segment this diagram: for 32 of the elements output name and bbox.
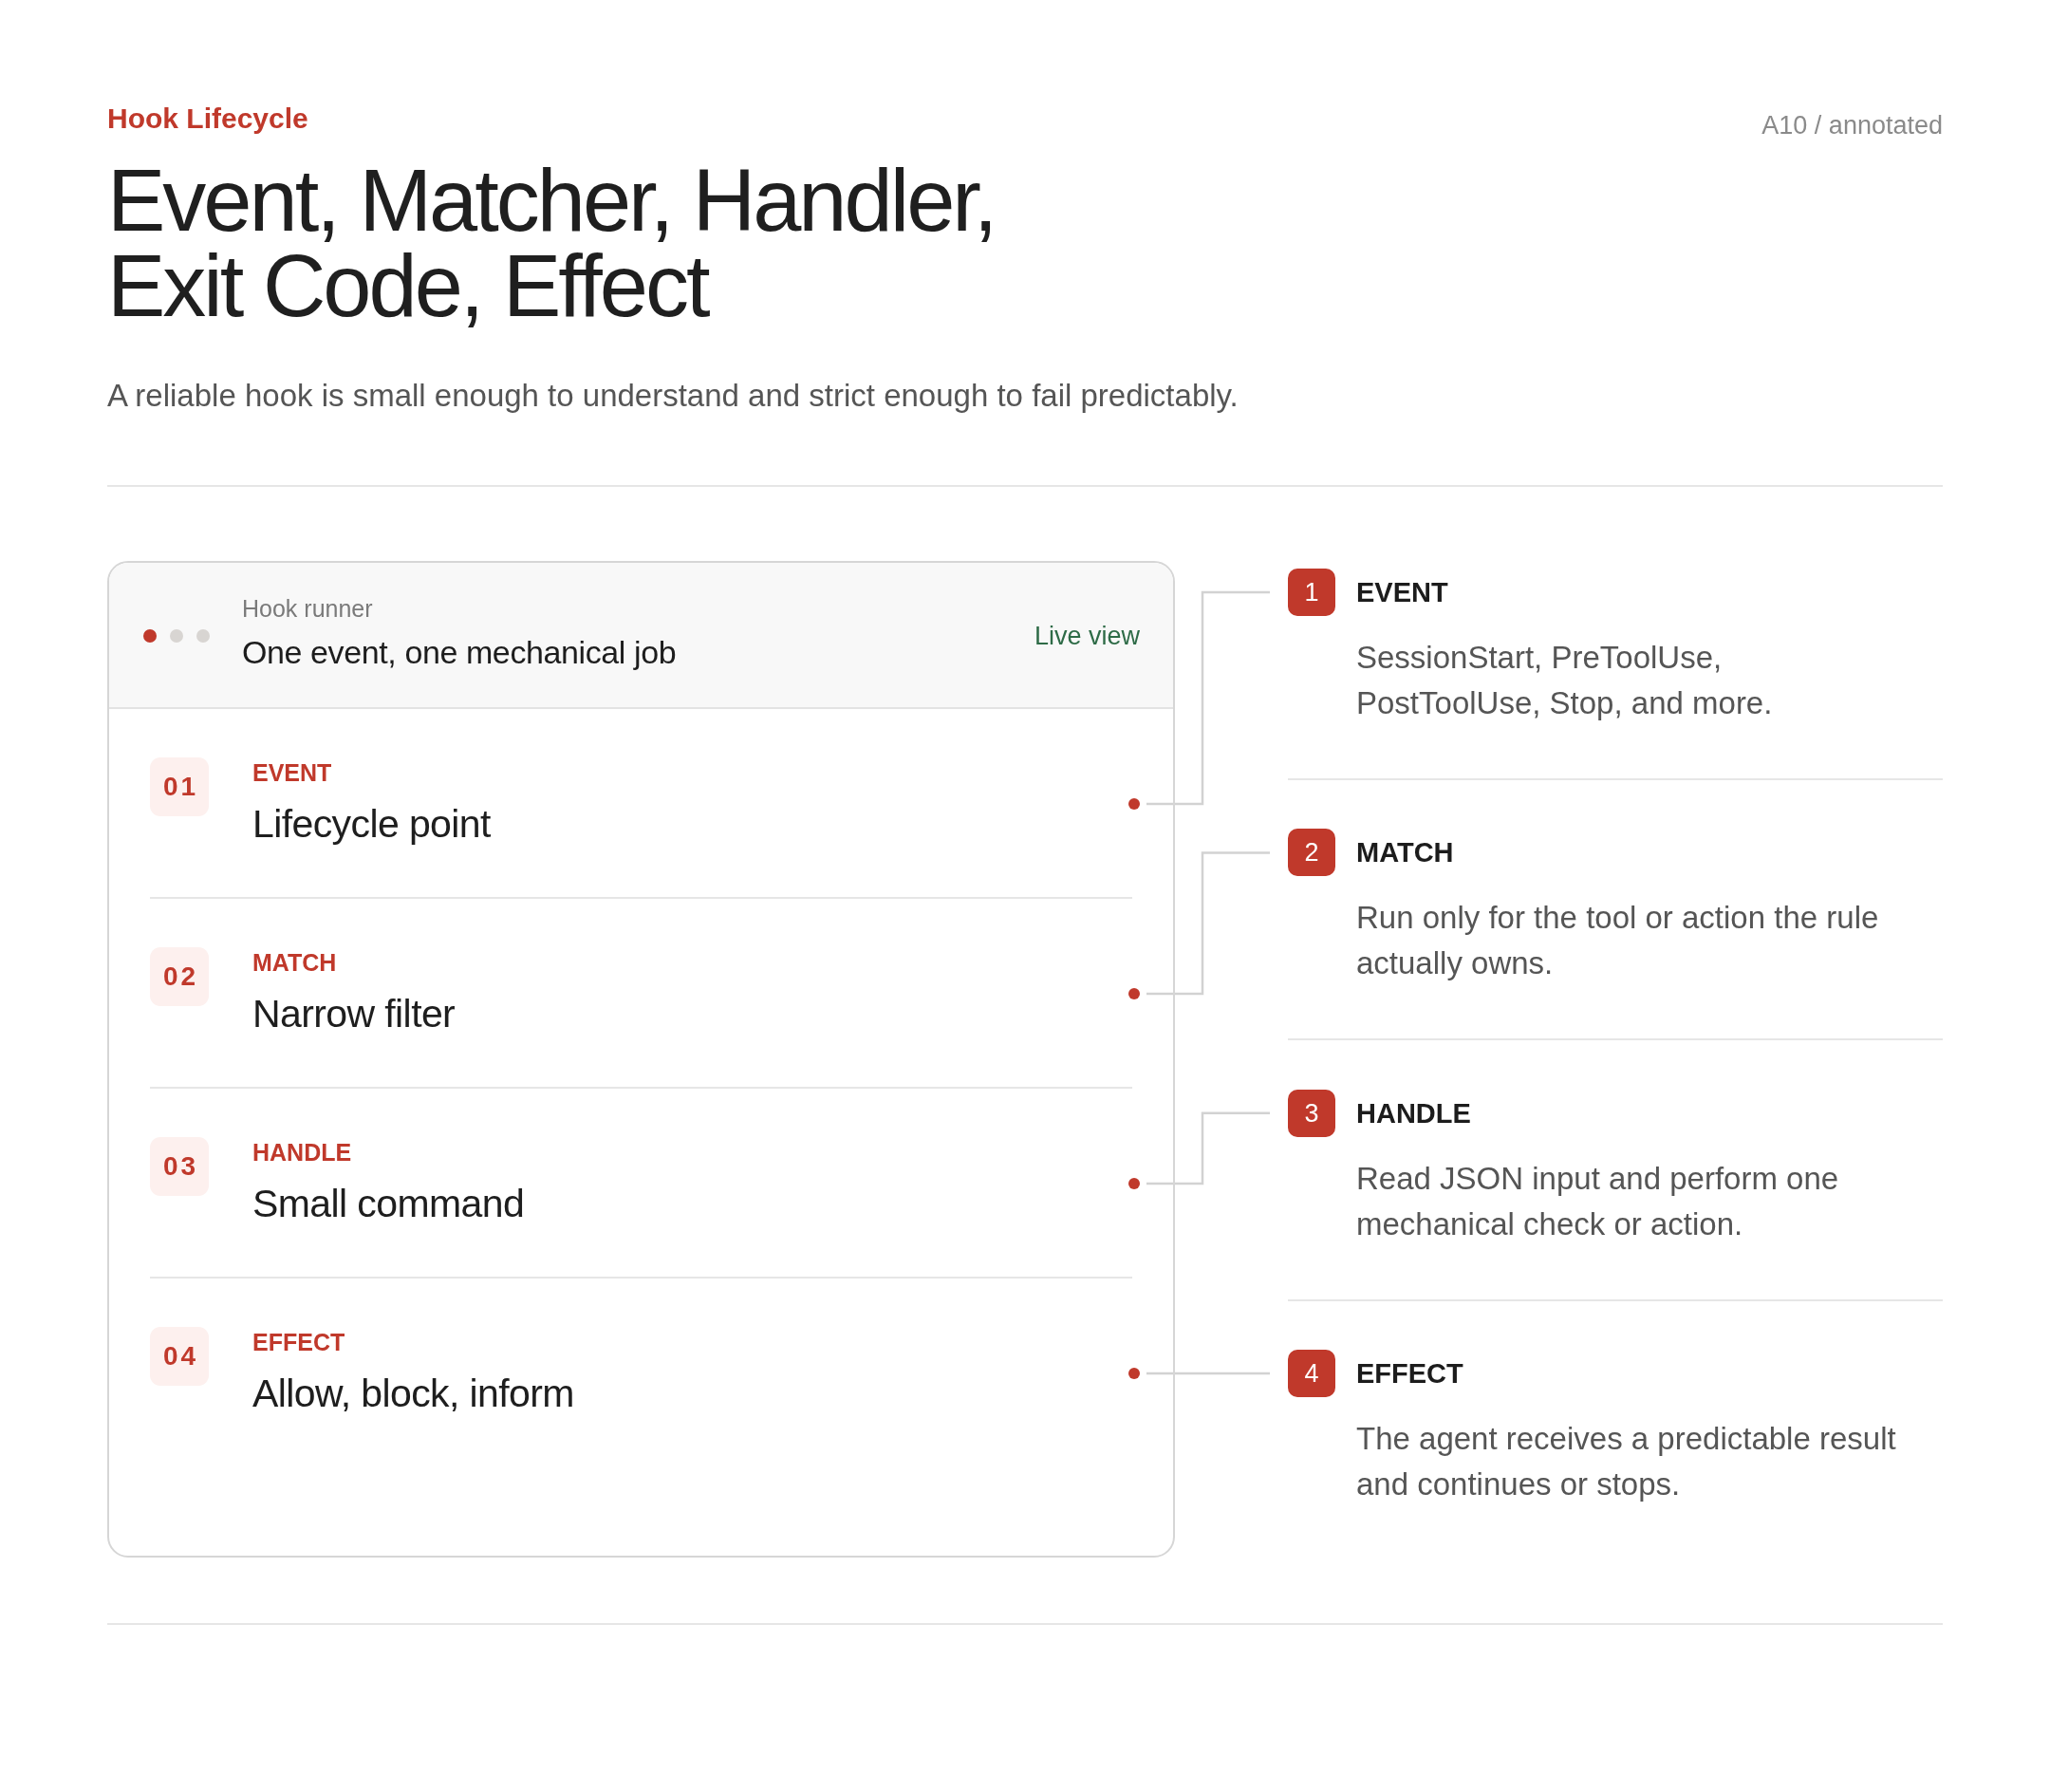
callout-number: 3 <box>1288 1089 1335 1137</box>
step-title: Allow, block, inform <box>252 1371 574 1416</box>
callout-heading: EFFECT <box>1356 1357 1463 1391</box>
step-number: 02 <box>150 947 209 1006</box>
status-text: Live view <box>1034 621 1140 651</box>
callout-description: SessionStart, PreToolUse, PostToolUse, Stop, and more. <box>1356 639 1774 722</box>
version-tag: A10 / annotated <box>1761 109 1943 141</box>
step-title: Narrow filter <box>252 991 456 1036</box>
callout-number: 4 <box>1288 1350 1335 1398</box>
callout-heading: HANDLE <box>1356 1096 1471 1129</box>
callout-heading: EVENT <box>1356 576 1448 608</box>
runner-panel <box>107 561 1175 1558</box>
callout-heading: MATCH <box>1356 836 1454 869</box>
step-title: Lifecycle point <box>252 801 491 847</box>
step-label: MATCH <box>252 948 337 977</box>
panel-title: One event, one mechanical job <box>242 633 677 671</box>
step-number: 03 <box>150 1137 209 1196</box>
callout-description: The agent receives a predictable result and continues or stops. <box>1356 1420 1897 1504</box>
panel-kicker: Hook runner <box>242 594 373 623</box>
step-number: 04 <box>150 1327 209 1386</box>
callout-number: 2 <box>1288 829 1335 877</box>
subtitle-text: A reliable hook is small enough to understand and strict enough to fail predictably. <box>107 377 1239 415</box>
step-number: 01 <box>150 757 209 816</box>
eyebrow-label: Hook Lifecycle <box>107 102 308 136</box>
page-title: Event, Matcher, Handler, Exit Code, Effect <box>107 158 997 328</box>
step-label: HANDLE <box>252 1138 352 1167</box>
step-title: Small command <box>252 1181 525 1226</box>
step-label: EVENT <box>252 758 332 787</box>
step-label: EFFECT <box>252 1328 345 1356</box>
callout-description: Read JSON input and perform one mechanical check or action. <box>1356 1159 1840 1243</box>
callout-description: Run only for the tool or action the rule actually owns. <box>1356 899 1880 983</box>
callout-number: 1 <box>1288 569 1335 616</box>
